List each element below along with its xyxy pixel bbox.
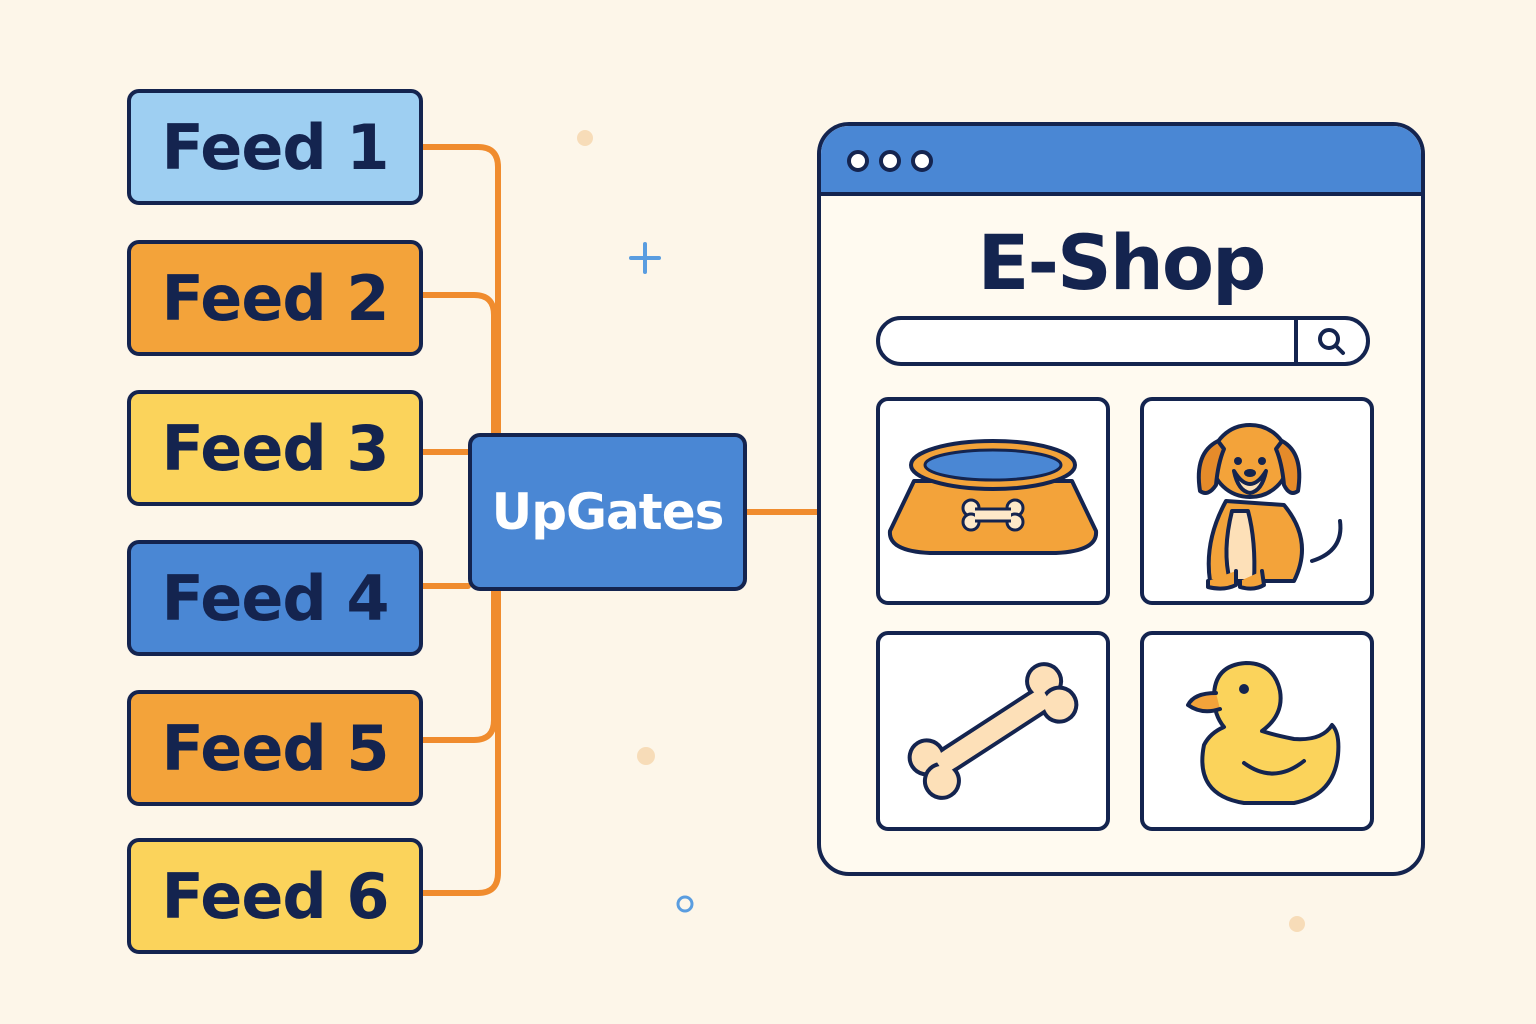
browser-titlebar xyxy=(821,126,1421,196)
sparkle-dot-icon xyxy=(1289,916,1305,932)
product-tile-bowl[interactable] xyxy=(876,397,1110,605)
dog-icon xyxy=(1196,423,1343,591)
feed-box-5: Feed 5 xyxy=(127,690,423,806)
feed-label: Feed 3 xyxy=(161,411,389,485)
product-tile-dog[interactable] xyxy=(1140,397,1374,605)
product-tile-duck[interactable] xyxy=(1140,631,1374,831)
feed-label: Feed 2 xyxy=(161,261,389,335)
eshop-browser-window: E-Shop xyxy=(817,122,1425,876)
feed-box-1: Feed 1 xyxy=(127,89,423,205)
sparkle-ring-icon xyxy=(676,895,694,913)
feed-label: Feed 4 xyxy=(161,561,389,635)
window-dot-icon xyxy=(847,150,869,172)
search-button[interactable] xyxy=(1294,320,1366,362)
rubber-duck-icon xyxy=(1186,661,1341,805)
sparkle-dot-icon xyxy=(577,130,593,146)
sparkle-dot-icon xyxy=(637,747,655,765)
product-tile-bone[interactable] xyxy=(876,631,1110,831)
feed-box-3: Feed 3 xyxy=(127,390,423,506)
feed-box-6: Feed 6 xyxy=(127,838,423,954)
eshop-title: E-Shop xyxy=(977,218,1267,307)
feed-label: Feed 5 xyxy=(161,711,389,785)
sparkle-plus-icon xyxy=(629,242,661,274)
upgates-hub: UpGates xyxy=(468,433,747,591)
window-dot-icon xyxy=(911,150,933,172)
feed-label: Feed 6 xyxy=(161,859,389,933)
feed-box-4: Feed 4 xyxy=(127,540,423,656)
window-dot-icon xyxy=(879,150,901,172)
search-icon xyxy=(1318,328,1345,355)
feed-box-2: Feed 2 xyxy=(127,240,423,356)
feed-label: Feed 1 xyxy=(161,110,389,184)
bone-icon xyxy=(907,662,1079,800)
hub-label: UpGates xyxy=(491,483,725,541)
dog-bowl-icon xyxy=(887,439,1099,555)
search-bar[interactable] xyxy=(876,316,1370,366)
